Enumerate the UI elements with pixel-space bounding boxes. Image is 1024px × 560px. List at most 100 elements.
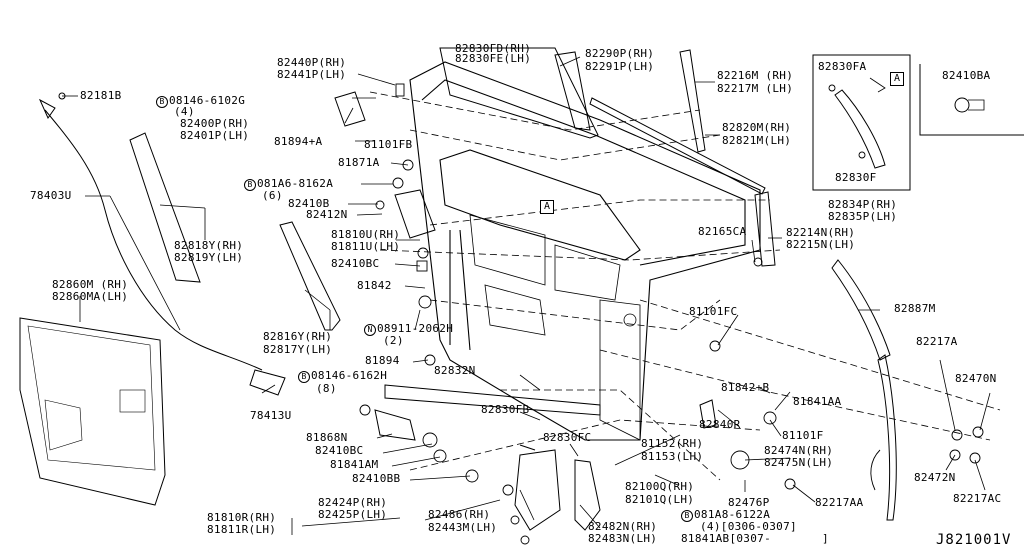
nut-marker-n: N	[364, 324, 376, 336]
part-label: 08146-6162H	[311, 369, 388, 382]
part-label: 78413U	[250, 409, 292, 422]
part-label: 82482N(RH)	[588, 520, 658, 533]
part-label: 82410BB	[352, 472, 401, 485]
part-label: 82424P(RH)	[318, 496, 388, 509]
part-label: 081A8-6122A	[694, 508, 771, 521]
part-label: 81810R(RH)	[207, 511, 277, 524]
part-label: 82443M(LH)	[428, 521, 498, 534]
part-label: 81871A	[338, 156, 380, 169]
part-label: 81101FC	[689, 305, 738, 318]
part-label: 82215N(LH)	[786, 238, 856, 251]
part-label: 82483N(LH)	[588, 532, 658, 545]
part-label: 81811U(LH)	[331, 240, 401, 253]
part-label: 82834P(RH)	[828, 198, 898, 211]
part-label: 82217M (LH)	[717, 82, 794, 95]
part-label: 82819Y(LH)	[174, 251, 244, 264]
part-label: 82476P	[728, 496, 770, 509]
part-label: 81842+B	[721, 381, 770, 394]
dashed-assembly-lines	[369, 91, 1001, 481]
part-label: 82216M (RH)	[717, 69, 794, 82]
part-label: 81152(RH)	[641, 437, 704, 450]
part-label: 82830FA	[818, 60, 867, 73]
part-label: 82835P(LH)	[828, 210, 898, 223]
leader-lines	[62, 56, 991, 535]
part-label: 82441P(LH)	[277, 68, 347, 81]
bolt-marker-b: B	[244, 179, 256, 191]
part-label: 82887M	[894, 302, 936, 315]
quantity-label: (2)	[383, 334, 404, 347]
part-label: 82214N(RH)	[786, 226, 856, 239]
bracket-close: ]	[822, 532, 829, 545]
sliding-door-shell	[409, 61, 761, 441]
part-label: 82291P(LH)	[585, 60, 655, 73]
part-label: 82830FE(LH)	[455, 52, 532, 65]
part-label: 82472N	[914, 471, 956, 484]
part-label: 82818Y(RH)	[174, 239, 244, 252]
diagram-code: J821001V	[936, 532, 1012, 548]
part-label: 82217A	[916, 335, 958, 348]
part-label: 81841AA	[793, 395, 842, 408]
door-trim-panel	[19, 317, 166, 506]
part-label: 81841AM	[330, 458, 379, 471]
callout-box-a-inset: A	[890, 72, 904, 86]
part-label: 82830F	[835, 171, 877, 184]
part-label: 82217AA	[815, 496, 864, 509]
part-label: 81841AB[0307-	[681, 532, 771, 545]
quantity-label: (8)	[316, 382, 337, 395]
part-label: 82100Q(RH)	[625, 480, 695, 493]
part-label: 81810U(RH)	[331, 228, 401, 241]
part-label: 82290P(RH)	[585, 47, 655, 60]
part-label: 82860M (RH)	[52, 278, 129, 291]
door-cable	[38, 92, 263, 371]
bolt-marker-b: B	[681, 510, 693, 522]
part-label: 82830FC	[543, 431, 592, 444]
part-label: 81811R(LH)	[207, 523, 277, 536]
inset-detail-box	[812, 54, 1024, 191]
part-label: 82440P(RH)	[277, 56, 347, 69]
part-label: 82217AC	[953, 492, 1002, 505]
part-label: 82425P(LH)	[318, 508, 388, 521]
part-label: 81868N	[306, 431, 348, 444]
quantity-label: (4)[0306-0307]	[700, 520, 797, 533]
part-label: 081A6-8162A	[257, 177, 334, 190]
part-label: 82410BC	[315, 444, 364, 457]
part-label: 82181B	[80, 89, 122, 102]
callout-box-a-main: A	[540, 200, 554, 214]
bolt-marker-b: B	[156, 96, 168, 108]
part-label: 82816Y(RH)	[263, 330, 333, 343]
part-label: 82817Y(LH)	[263, 343, 333, 356]
part-label: 08146-6102G	[169, 94, 246, 107]
part-label: 82840R	[699, 418, 741, 431]
part-label: 82475N(LH)	[764, 456, 834, 469]
part-label: 81101FB	[364, 138, 413, 151]
part-label: 81101F	[782, 429, 824, 442]
quantity-label: (4)	[174, 105, 195, 118]
part-label: 82860MA(LH)	[52, 290, 129, 303]
part-label: 82820M(RH)	[722, 121, 792, 134]
quantity-label: (6)	[262, 189, 283, 202]
part-label: 82412N	[306, 208, 348, 221]
part-label: 82165CA	[698, 225, 747, 238]
part-label: 08911-2062H	[377, 322, 454, 335]
part-label: 82400P(RH)	[180, 117, 250, 130]
glass-and-moldings	[439, 47, 897, 521]
part-label: 82832N	[434, 364, 476, 377]
roller-assemblies	[249, 91, 717, 531]
part-label: 82410B	[288, 197, 330, 210]
pillar-trims	[129, 132, 341, 331]
part-label: 81894+A	[274, 135, 323, 148]
part-label: 82486(RH)	[428, 508, 491, 521]
part-label: 81894	[365, 354, 400, 367]
part-label: 81153(LH)	[641, 450, 704, 463]
part-label: 82410BC	[331, 257, 380, 270]
fasteners	[359, 83, 984, 545]
part-label: 78403U	[30, 189, 72, 202]
part-label: 82830FD(RH)	[455, 42, 532, 55]
part-label: 81842	[357, 279, 392, 292]
